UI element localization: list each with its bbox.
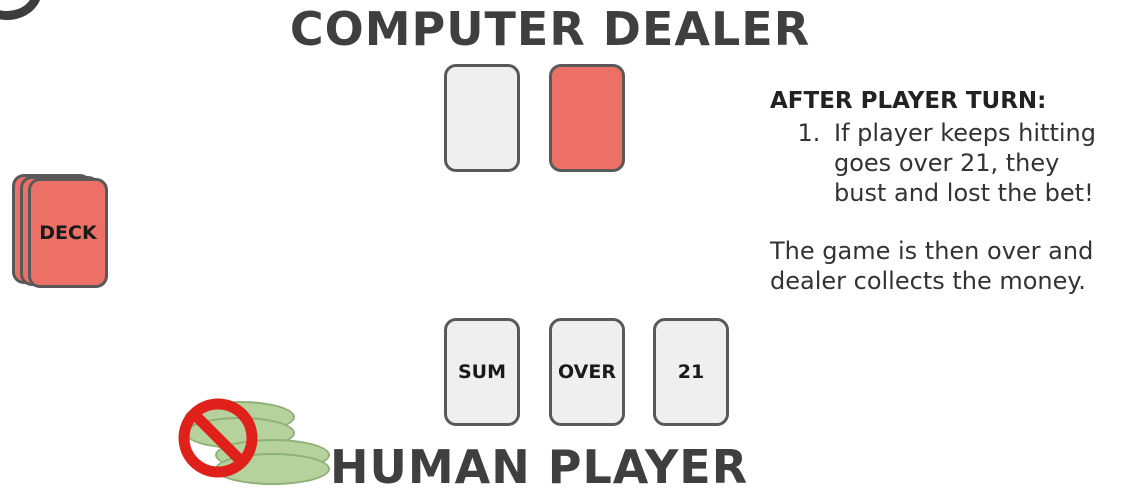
deck-label: DECK <box>28 178 108 288</box>
player-card-2[interactable]: OVER <box>549 318 625 426</box>
player-card-1[interactable]: SUM <box>444 318 520 426</box>
dealer-title: COMPUTER DEALER <box>289 2 811 56</box>
dealer-card-2[interactable] <box>549 64 625 172</box>
rules-step: If player keeps hitting goes over 21, th… <box>828 118 1115 208</box>
rules-note: The game is then over and dealer collect… <box>770 237 1094 295</box>
rules-heading: AFTER PLAYER TURN: <box>770 88 1047 114</box>
dealer-card-1[interactable] <box>444 64 520 172</box>
rules-panel: AFTER PLAYER TURN: If player keeps hitti… <box>770 86 1115 296</box>
player-title: HUMAN PLAYER <box>330 440 749 494</box>
no-entry-icon <box>178 398 258 478</box>
money-chips-icon <box>175 395 335 490</box>
player-card-3[interactable]: 21 <box>653 318 729 426</box>
rules-steps: If player keeps hitting goes over 21, th… <box>770 118 1115 208</box>
